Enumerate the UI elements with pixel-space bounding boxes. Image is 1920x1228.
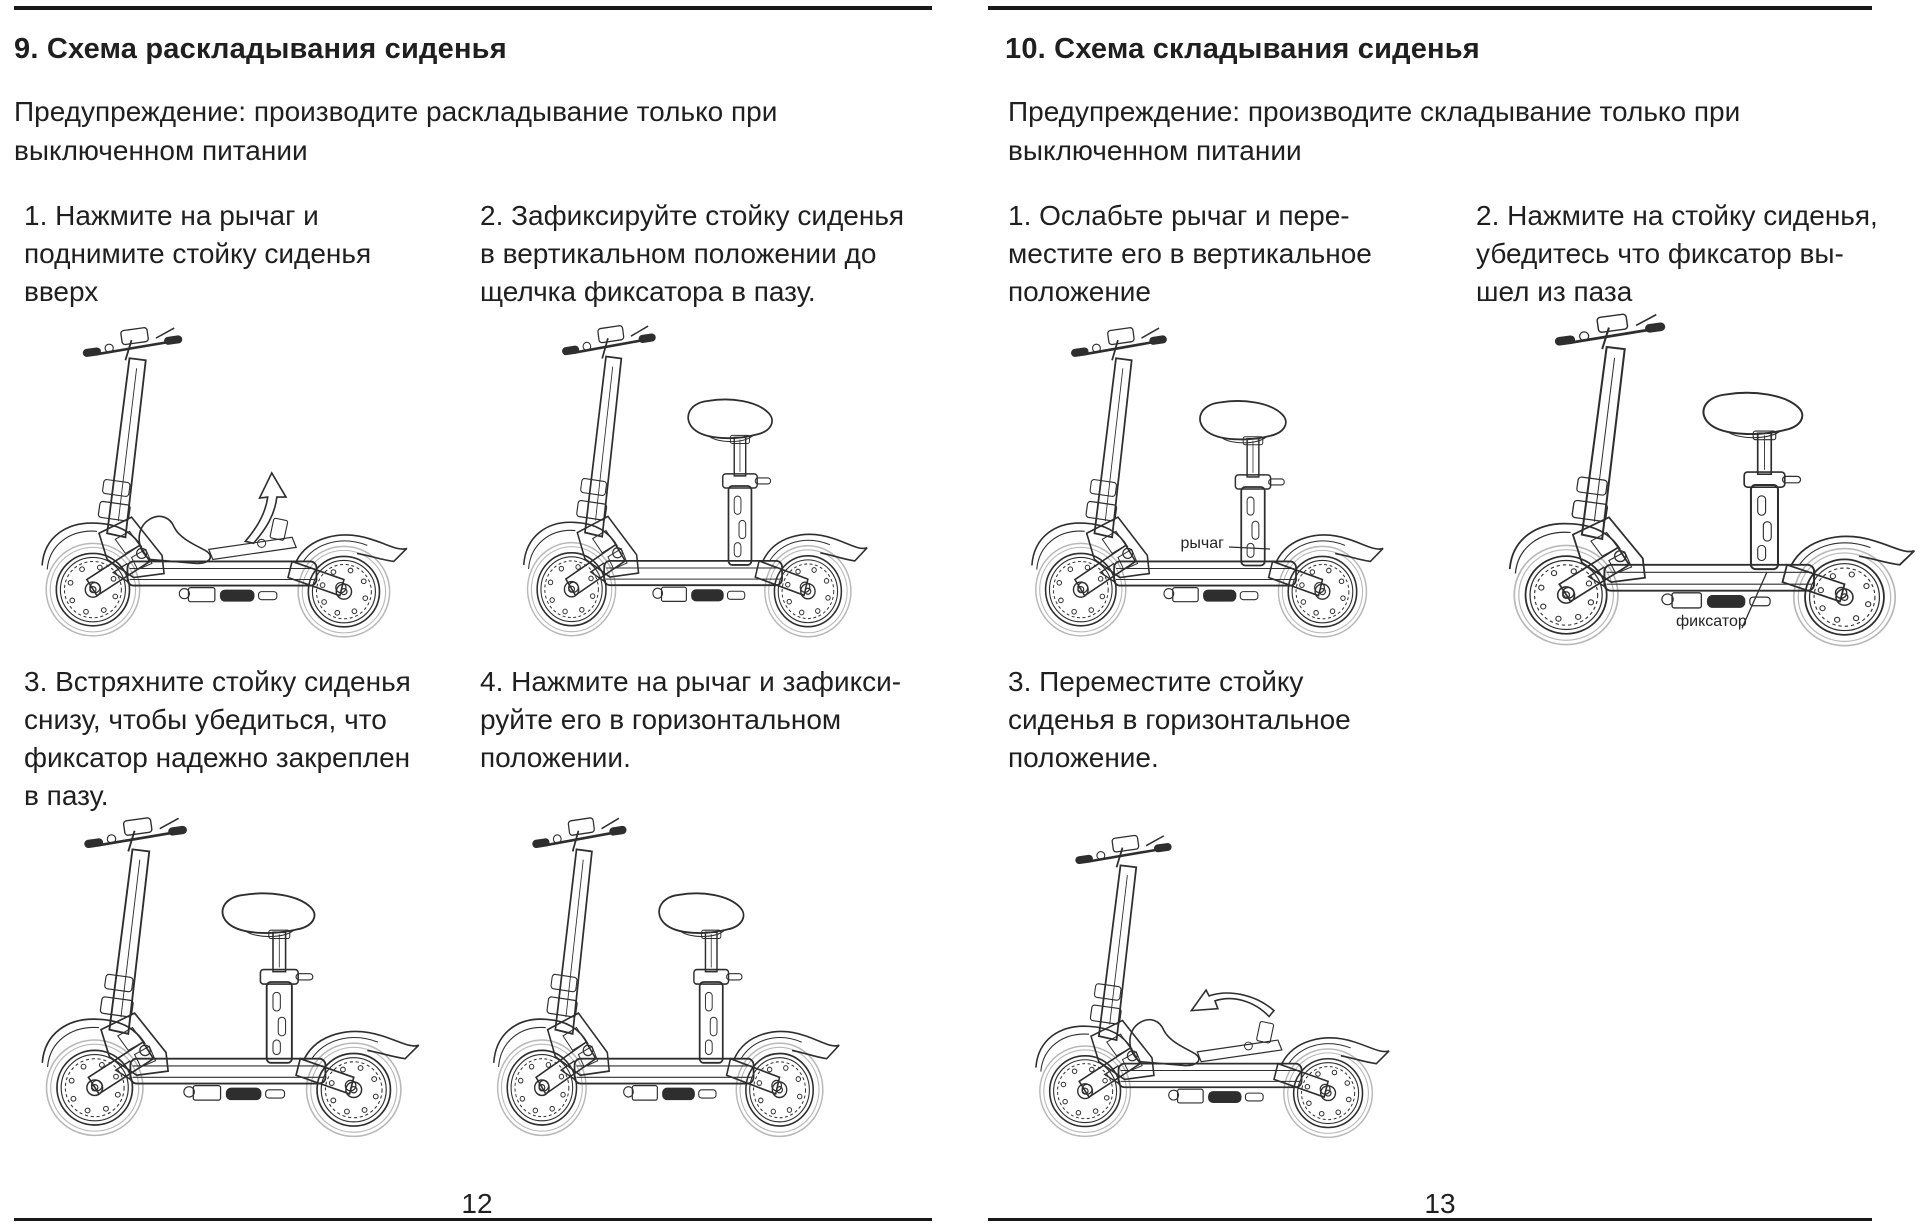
figure-step4-seat-up	[488, 810, 844, 1154]
step-2-lock-post: 2. Зафиксируйте стойку сиденья в вертика…	[480, 200, 905, 307]
figure-step1-seat-folded	[36, 320, 412, 654]
scooter-seat-folded-illustration	[41, 327, 408, 638]
scooter-seat-up-illustration	[493, 817, 840, 1138]
warning-text: Предупреждение: производите складывание …	[1008, 96, 1741, 166]
step-3-shake-post: 3. Встряхните стойку сиденья снизу, чтоб…	[24, 666, 411, 811]
page-right: 10. Схема складывания сиденья Предупрежд…	[960, 0, 1920, 1228]
page-number-right: 13	[1424, 1188, 1456, 1219]
lever-leader-line	[1228, 546, 1271, 550]
bottom-rule-right	[988, 1218, 1872, 1221]
page-left: 9. Схема раскладывания сиденья Предупреж…	[14, 6, 932, 1221]
figure-fold-step1-seat-up	[1026, 320, 1388, 654]
section-title-unfolding: 9. Схема раскладывания сиденья	[14, 33, 507, 65]
warning-text: Предупреждение: производите раскладывани…	[14, 96, 778, 166]
top-rule-right	[988, 6, 1872, 10]
lever-callout-label: рычаг	[1180, 535, 1224, 552]
figure-fold-step2-seat-up	[1503, 306, 1920, 664]
figure-step2-seat-up	[518, 318, 872, 654]
scooter-seat-up-illustration	[1031, 327, 1384, 638]
section-title-folding: 10. Схема складывания сиденья	[1005, 33, 1480, 65]
top-rule-left	[14, 6, 932, 10]
step-2-press-post: 2. Нажмите на стойку сиденья, убедитесь …	[1476, 200, 1878, 307]
scooter-seat-up-illustration	[522, 325, 868, 638]
step-1-loosen-lever: 1. Ослабьте рычаг и пере- местите его в …	[1008, 200, 1372, 307]
figure-fold-step3-seat-folded	[1030, 828, 1394, 1154]
scooter-seat-up-illustration	[41, 817, 420, 1138]
bottom-rule-left	[14, 1218, 932, 1221]
latch-callout-label: фиксатор	[1676, 613, 1747, 630]
step-4-lock-lever: 4. Нажмите на рычаг и зафикси- руйте его…	[480, 666, 902, 773]
page-number-left: 12	[461, 1188, 493, 1219]
scooter-seat-folded-illustration	[1035, 834, 1390, 1139]
scooter-seat-up-illustration	[1508, 313, 1916, 647]
latch-leader-line	[1741, 571, 1768, 629]
figure-step3-seat-up	[36, 810, 424, 1154]
step-1-press-lever: 1. Нажмите на рычаг и поднимите стойку с…	[24, 200, 372, 307]
step-3-move-post: 3. Переместите стойку сиденья в горизонт…	[1008, 666, 1351, 773]
